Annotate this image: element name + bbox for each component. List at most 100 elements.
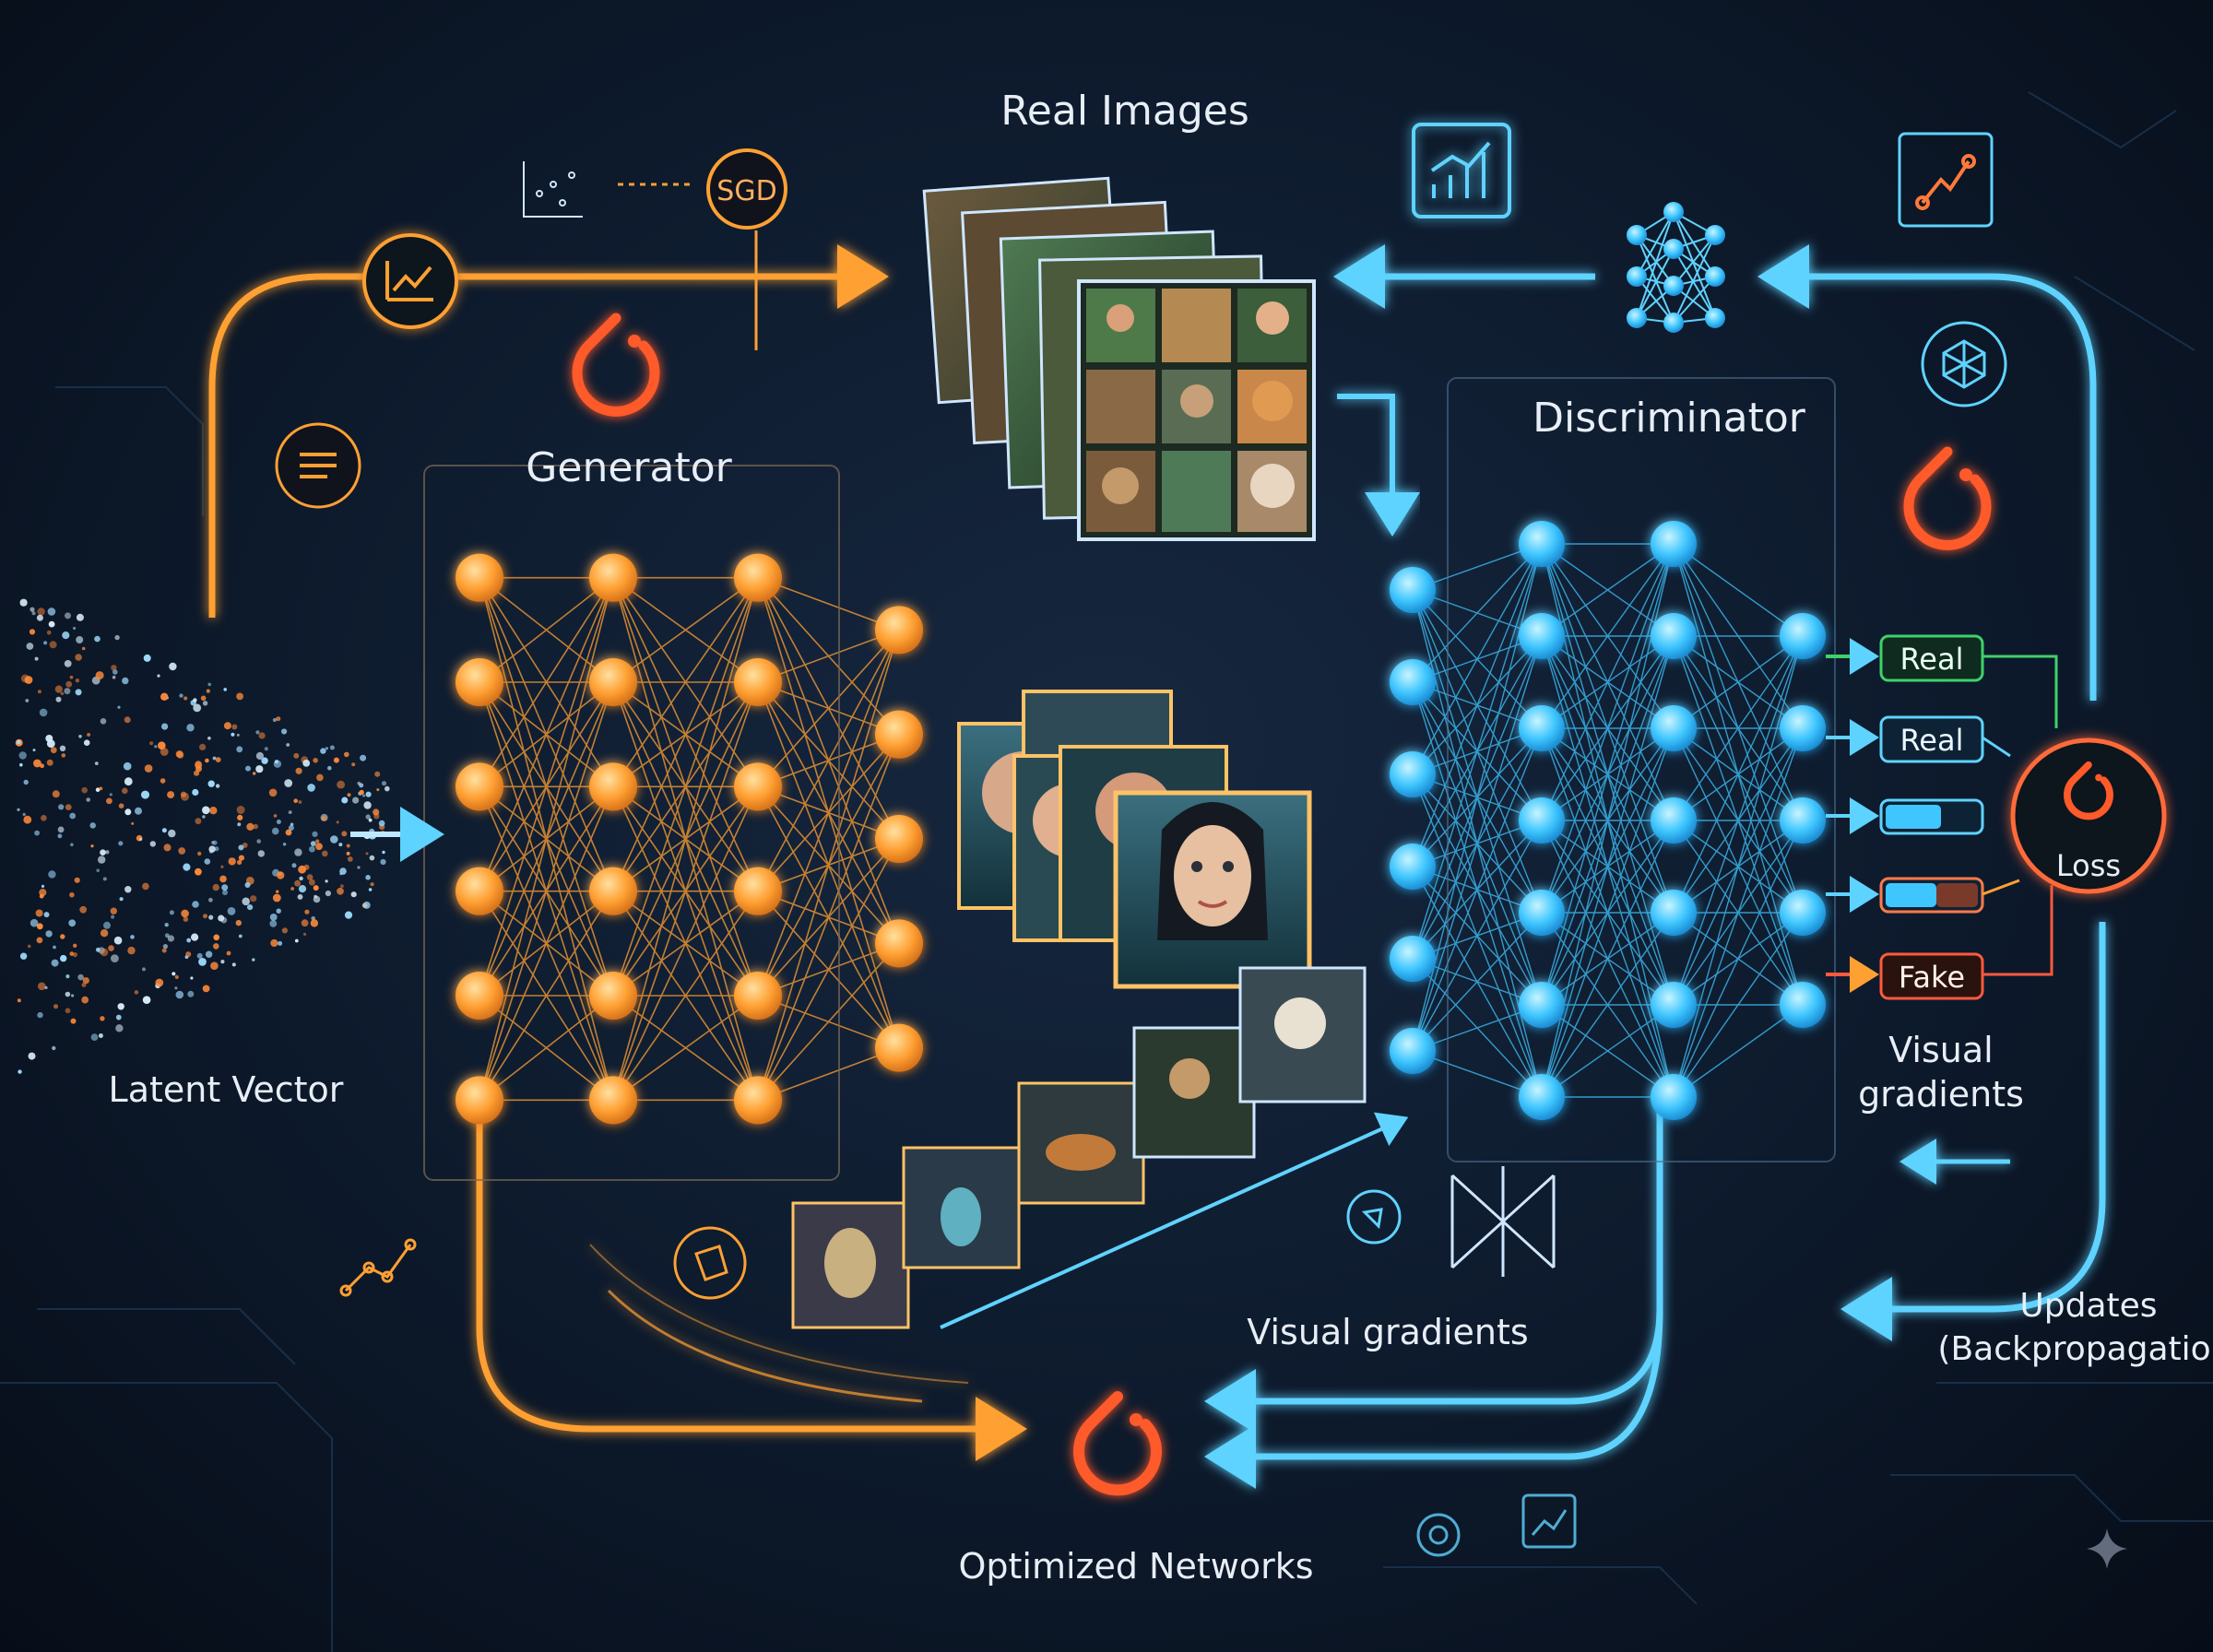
latent-particle bbox=[27, 944, 31, 949]
discriminator-node bbox=[1780, 890, 1826, 936]
latent-particle bbox=[161, 828, 167, 833]
latent-particle bbox=[192, 788, 199, 796]
latent-particle bbox=[142, 996, 151, 1004]
latent-particle bbox=[269, 914, 278, 921]
latent-particle bbox=[30, 607, 35, 612]
latent-particle bbox=[304, 909, 310, 914]
output-fake bbox=[1879, 952, 1984, 1000]
latent-particle bbox=[44, 985, 48, 989]
real-images-label: Real Images bbox=[1000, 88, 1249, 135]
discriminator-edge bbox=[1412, 820, 1543, 1052]
visual-gradients-bottom-label: Visual gradients bbox=[1247, 1312, 1528, 1352]
discriminator-edge bbox=[1541, 543, 1675, 1006]
latent-particle bbox=[316, 773, 324, 782]
latent-particle bbox=[130, 935, 135, 939]
latent-particle bbox=[62, 631, 70, 640]
latent-particle bbox=[199, 743, 207, 751]
trend-chart-icon bbox=[1521, 1493, 1577, 1549]
latent-particle bbox=[309, 845, 315, 853]
latent-particle bbox=[18, 751, 27, 760]
latent-particle bbox=[36, 937, 43, 944]
latent-particle bbox=[327, 765, 332, 771]
latent-particle bbox=[174, 986, 178, 990]
discriminator-edge bbox=[1412, 543, 1543, 960]
latent-particle bbox=[164, 933, 170, 938]
discriminator-node bbox=[1780, 797, 1826, 844]
latent-particle bbox=[178, 847, 186, 855]
latent-particle bbox=[293, 798, 299, 803]
latent-particle bbox=[139, 838, 143, 841]
discriminator-node bbox=[1651, 1074, 1697, 1120]
latent-particle bbox=[102, 877, 107, 881]
latent-particle bbox=[75, 678, 80, 683]
latent-particle bbox=[51, 959, 59, 967]
discriminator-node bbox=[1519, 797, 1565, 844]
latent-particle bbox=[276, 890, 279, 893]
network-graph-icon bbox=[1898, 132, 1994, 228]
latent-particle bbox=[46, 630, 52, 635]
discriminator-node bbox=[1519, 1074, 1565, 1120]
generator-edge bbox=[479, 786, 614, 1101]
latent-particle bbox=[365, 875, 371, 880]
discriminator-node bbox=[1390, 1028, 1436, 1074]
latent-particle bbox=[59, 745, 66, 751]
latent-particle bbox=[53, 1004, 59, 1009]
pytorch-flame-icon bbox=[1903, 446, 1992, 550]
latent-particle bbox=[245, 765, 251, 772]
latent-particle bbox=[352, 796, 360, 804]
generator-node bbox=[456, 1076, 503, 1125]
discriminator-outputs: Real Real Fake bbox=[1826, 634, 2058, 1000]
discriminator-edge bbox=[1673, 635, 1804, 1098]
latent-particle bbox=[298, 885, 307, 893]
latent-particle bbox=[41, 884, 45, 889]
latent-particle bbox=[141, 790, 149, 799]
generator-node bbox=[734, 762, 782, 811]
latent-particle bbox=[169, 662, 177, 671]
discriminator-edge bbox=[1673, 912, 1804, 1098]
latent-particle bbox=[60, 954, 67, 962]
latent-particle bbox=[78, 735, 82, 738]
latent-particle bbox=[360, 754, 367, 761]
latent-particle bbox=[200, 695, 207, 702]
latent-particle bbox=[69, 675, 74, 679]
latent-particle bbox=[109, 793, 112, 796]
latent-particle bbox=[313, 885, 319, 891]
discriminator-frame bbox=[1447, 377, 1836, 1162]
latent-particle bbox=[160, 692, 169, 701]
latent-particle bbox=[41, 815, 47, 821]
latent-particle bbox=[270, 938, 278, 948]
latent-particle bbox=[381, 781, 387, 786]
latent-particle bbox=[70, 843, 74, 846]
mini-network-edge bbox=[1636, 234, 1675, 324]
latent-particle bbox=[290, 887, 294, 891]
discriminator-update-loop bbox=[1204, 244, 2106, 1489]
latent-particle bbox=[202, 985, 210, 993]
latent-particle bbox=[286, 743, 290, 747]
output-real-2 bbox=[1879, 715, 1984, 763]
updates-label-line2: (Backpropagation) bbox=[1937, 1330, 2213, 1368]
latent-particle bbox=[278, 871, 282, 876]
latent-particle bbox=[118, 803, 124, 808]
latent-particle bbox=[96, 868, 100, 872]
latent-particle bbox=[310, 919, 319, 927]
latent-particle bbox=[117, 705, 121, 709]
discriminator-edge bbox=[1673, 820, 1804, 1098]
latent-particle bbox=[219, 875, 227, 883]
latent-particle bbox=[299, 876, 303, 881]
latent-particle bbox=[94, 635, 101, 643]
mini-network-node bbox=[1627, 225, 1647, 245]
latent-particle bbox=[161, 723, 169, 730]
latent-particle bbox=[57, 833, 63, 839]
latent-particle bbox=[60, 691, 65, 695]
latent-particle bbox=[228, 857, 236, 866]
latent-particle bbox=[215, 784, 220, 788]
output-real-1-label: Real bbox=[1900, 642, 1964, 677]
discriminator-edge bbox=[1673, 543, 1804, 637]
latent-particle bbox=[276, 716, 281, 722]
latent-particle bbox=[207, 682, 211, 687]
latent-particle bbox=[76, 636, 84, 643]
latent-particle bbox=[163, 844, 172, 852]
discriminator-node bbox=[1780, 982, 1826, 1028]
generator-node bbox=[456, 658, 503, 706]
